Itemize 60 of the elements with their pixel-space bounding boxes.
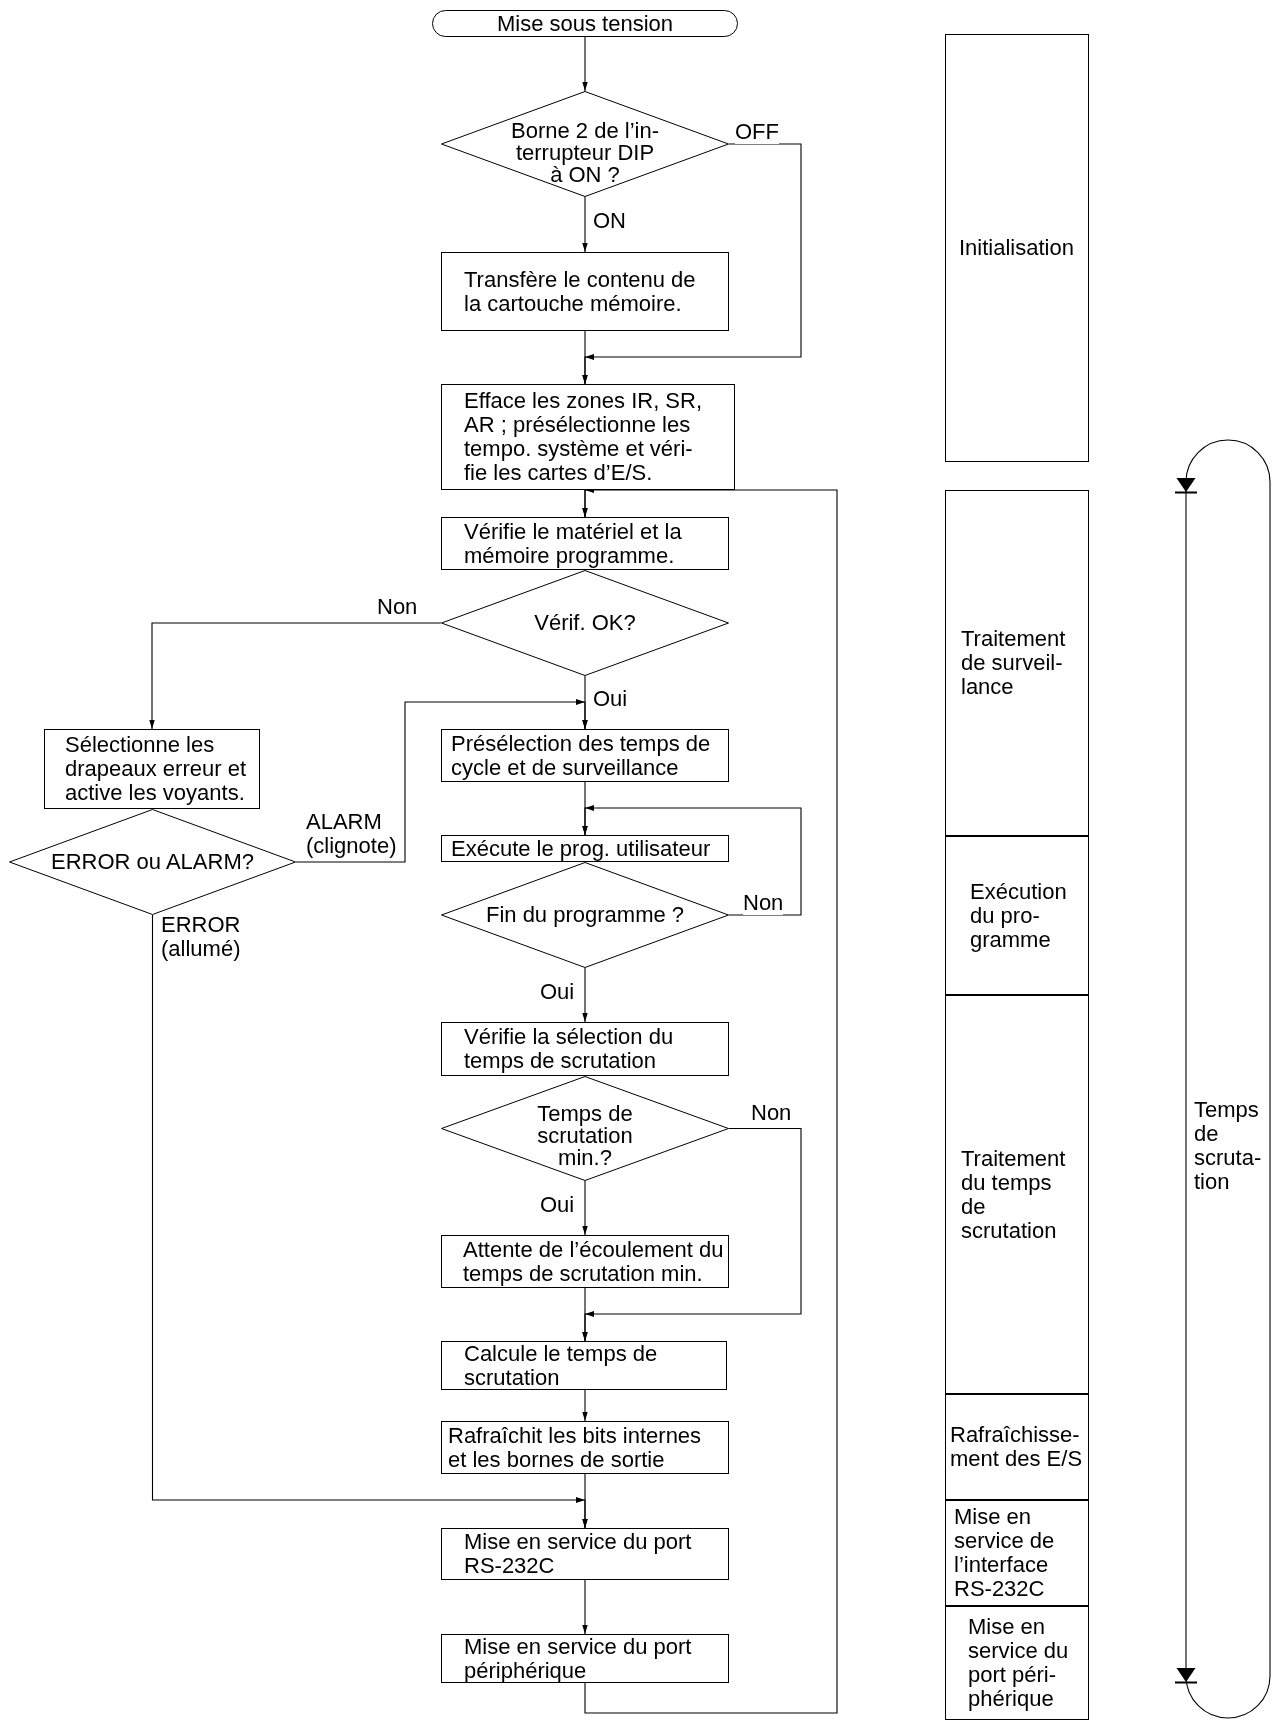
phase-label: Traitement du temps de scrutation [961,1146,1067,1243]
phase-band [945,836,1089,995]
decision-diamond [9,809,296,915]
phase-label: Rafraîchisse- ment des E/S [950,1423,1084,1471]
flow-arrow [149,622,442,730]
process-box [441,1634,729,1683]
step-label: Transfère le contenu de la cartouche mémoire. [464,267,697,316]
decision-label: Fin du programme ? [484,904,686,926]
decision-diamond [441,862,729,968]
phase-band [945,995,1089,1394]
flow-arrow [582,1389,588,1422]
phase-band [945,1606,1089,1720]
phase-label: Mise en service du port péri- phérique [968,1615,1070,1711]
phase-label: Mise en service de l’interface RS-232C [954,1505,1056,1601]
phase-label: Initialisation [959,236,1075,260]
flow-arrow [582,330,588,385]
flow-arrow [582,1579,588,1635]
process-box [441,1341,727,1390]
flow-arrow [582,1287,588,1342]
start-terminal [432,10,738,37]
flow-arrow [582,1473,588,1529]
decision-diamond [441,570,729,676]
process-box [441,1528,729,1580]
step-label: Calcule le temps de scrutation [464,1341,659,1390]
decision-label: Temps de scrutation min.? [536,1102,634,1169]
phase-band [945,1500,1089,1606]
process-box [441,729,729,782]
phase-band [945,490,1089,836]
step-label: Vérifie la sélection du temps de scrutation [464,1025,675,1073]
step-label: Vérifie le matériel et la mémoire programme. [464,519,683,568]
step-label: Efface les zones IR, SR, AR ; présélectionne les tempo. système et véri- fie les cartes d’E/S. [464,389,704,485]
step-label: Mise en service du port périphérique [464,1634,693,1683]
step-label: Présélection des temps de cycle et de surveillance [451,731,712,780]
step-label: Rafraîchit les bits internes et les bornes de sortie [448,1423,703,1472]
process-box [441,384,735,490]
phase-label: Exécution du pro- gramme [970,879,1068,952]
process-box [441,1235,729,1288]
terminal-label: Mise sous tension [495,12,675,35]
decision-diamond [441,1076,729,1181]
phase-label: Traitement de surveil- lance [961,627,1067,699]
flow-arrow [582,196,588,253]
step-label: Exécute le prog. utilisateur [451,836,712,861]
process-box [441,517,729,570]
decision-label: Vérif. OK? [533,612,637,634]
process-box [441,835,729,862]
flow-arrow [582,36,588,92]
step-label: Sélectionne les drapeaux erreur et active les voyants. [65,733,247,805]
decision-label: ERROR ou ALARM? [50,851,255,873]
decision-label: Borne 2 de l’in- terrupteur DIP à ON ? [510,120,660,186]
flow-arrow [582,1180,588,1236]
phase-band [945,34,1089,462]
process-box [44,729,260,809]
step-label: Mise en service du port RS-232C [464,1530,693,1578]
decision-diamond [441,91,729,197]
flow-arrow [582,967,588,1023]
process-box [441,252,729,331]
phase-band [945,1394,1089,1500]
step-label: Attente de l’écoulement du temps de scrutation min. [463,1237,725,1286]
process-box [441,1421,729,1474]
process-box [441,1022,729,1076]
